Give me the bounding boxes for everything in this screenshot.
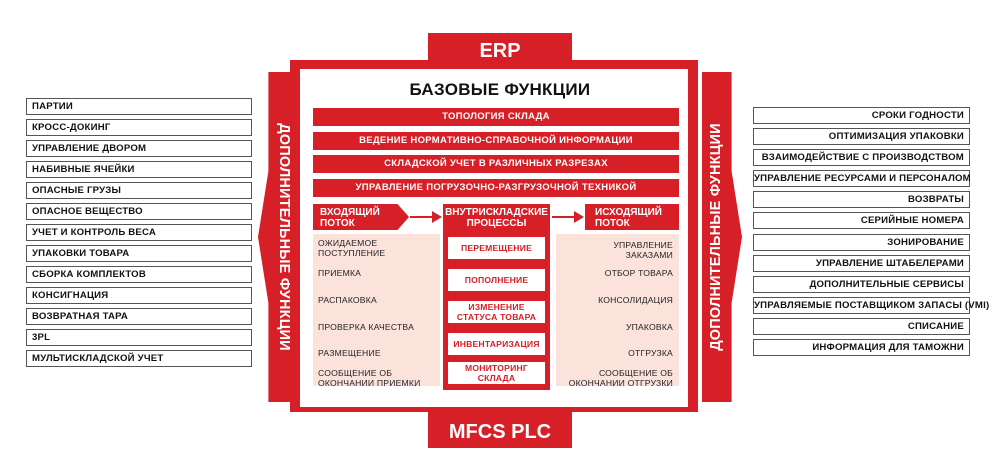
left-function-item: МУЛЬТИСКЛАДСКОЙ УЧЕТ	[26, 350, 252, 367]
left-function-item: НАБИВНЫЕ ЯЧЕЙКИ	[26, 161, 252, 178]
left-function-item: 3PL	[26, 329, 252, 346]
right-function-item: СЕРИЙНЫЕ НОМЕРА	[753, 212, 970, 229]
base-bar-accounting: СКЛАДСКОЙ УЧЕТ В РАЗЛИЧНЫХ РАЗРЕЗАХ	[313, 155, 679, 173]
left-side-label: ДОПОЛНИТЕЛЬНЫЕ ФУНКЦИИ	[276, 123, 292, 351]
outbound-title-line1: ИСХОДЯЩИЙ	[595, 207, 662, 218]
right-function-item: УПРАВЛЕНИЕ ШТАБЕЛЕРАМИ	[753, 255, 970, 272]
internal-item: ПЕРЕМЕЩЕНИЕ	[448, 237, 545, 259]
right-function-item: ВЗАИМОДЕЙСТВИЕ С ПРОИЗВОДСТВОМ	[753, 149, 970, 166]
outbound-item: ОТБОР ТОВАРА	[604, 268, 673, 278]
right-function-item: ЗОНИРОВАНИЕ	[753, 234, 970, 251]
outbound-item: КОНСОЛИДАЦИЯ	[598, 295, 673, 305]
inbound-item: ПРИЕМКА	[318, 268, 362, 278]
internal-processes-column	[443, 204, 550, 390]
left-function-item: КОНСИГНАЦИЯ	[26, 287, 252, 304]
right-function-item: ВОЗВРАТЫ	[753, 191, 970, 208]
outbound-item: ОТГРУЗКА	[628, 348, 673, 358]
left-function-item: УПАКОВКИ ТОВАРА	[26, 245, 252, 262]
right-function-item: УПРАВЛЯЕМЫЕ ПОСТАВЩИКОМ ЗАПАСЫ (VMI)	[753, 297, 989, 314]
inbound-title-line2: ПОТОК	[320, 218, 355, 229]
right-side-label: ДОПОЛНИТЕЛЬНЫЕ ФУНКЦИИ	[708, 123, 724, 351]
right-function-item: ОПТИМИЗАЦИЯ УПАКОВКИ	[753, 128, 970, 145]
left-function-item: ВОЗВРАТНАЯ ТАРА	[26, 308, 252, 325]
erp-tab: ERP	[428, 33, 572, 67]
flow-arrow-right	[552, 211, 584, 223]
flow-arrow-right	[410, 211, 442, 223]
internal-item: ИНВЕНТАРИЗАЦИЯ	[448, 333, 545, 355]
right-function-item: ДОПОЛНИТЕЛЬНЫЕ СЕРВИСЫ	[753, 276, 970, 293]
left-function-item: КРОСС-ДОКИНГ	[26, 119, 252, 136]
base-bar-equipment: УПРАВЛЕНИЕ ПОГРУЗОЧНО-РАЗГРУЗОЧНОЙ ТЕХНИ…	[313, 179, 679, 197]
base-functions-title: БАЗОВЫЕ ФУНКЦИИ	[409, 80, 591, 99]
right-function-item: ИНФОРМАЦИЯ ДЛЯ ТАМОЖНИ	[753, 339, 970, 356]
inbound-title-line1: ВХОДЯЩИЙ	[320, 207, 380, 218]
inbound-flow-header: ВХОДЯЩИЙ ПОТОК	[313, 204, 409, 230]
inbound-item: РАЗМЕЩЕНИЕ	[318, 348, 381, 358]
left-function-item: ОПАСНЫЕ ГРУЗЫ	[26, 182, 252, 199]
left-function-item: УПРАВЛЕНИЕ ДВОРОМ	[26, 140, 252, 157]
left-function-item: ПАРТИИ	[26, 98, 252, 115]
internal-item: ПОПОЛНЕНИЕ	[448, 269, 545, 291]
inbound-item: ПРОВЕРКА КАЧЕСТВА	[318, 322, 414, 332]
inbound-item: РАСПАКОВКА	[318, 295, 377, 305]
base-bar-topology: ТОПОЛОГИЯ СКЛАДА	[313, 108, 679, 126]
base-bar-reference-data: ВЕДЕНИЕ НОРМАТИВНО-СПРАВОЧНОЙ ИНФОРМАЦИИ	[313, 132, 679, 150]
inbound-column	[313, 234, 440, 386]
right-function-item: УПРАВЛЕНИЕ РЕСУРСАМИ И ПЕРСОНАЛОМ	[753, 170, 971, 187]
outbound-flow-header: ИСХОДЯЩИЙ ПОТОК	[585, 204, 679, 230]
outbound-title-line2: ПОТОК	[595, 218, 630, 229]
right-function-item: СПИСАНИЕ	[753, 318, 970, 335]
outbound-column	[556, 234, 679, 386]
left-function-item: СБОРКА КОМПЛЕКТОВ	[26, 266, 252, 283]
left-function-item: ОПАСНОЕ ВЕЩЕСТВО	[26, 203, 252, 220]
outbound-item: УПАКОВКА	[625, 322, 673, 332]
right-function-item: СРОКИ ГОДНОСТИ	[753, 107, 970, 124]
left-function-item: УЧЕТ И КОНТРОЛЬ ВЕСА	[26, 224, 252, 241]
mfcs-plc-tab: MFCS PLC	[428, 412, 572, 448]
